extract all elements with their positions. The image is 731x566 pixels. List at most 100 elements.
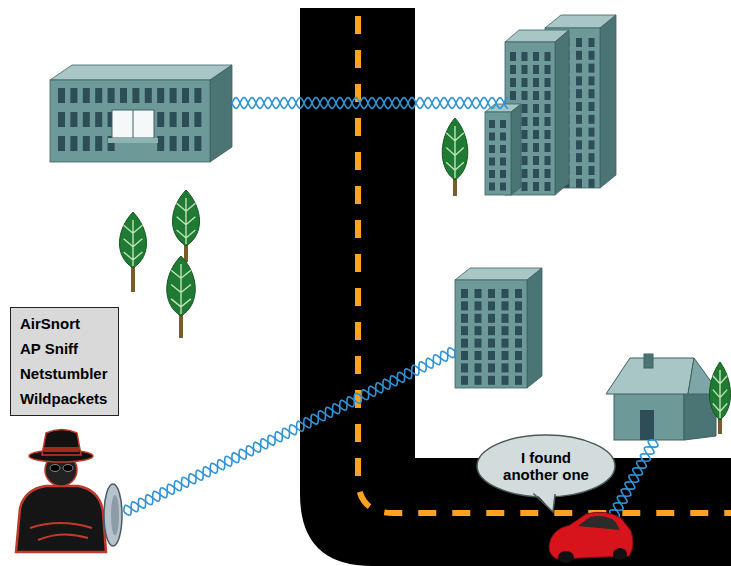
window: [502, 326, 509, 335]
window: [58, 112, 65, 127]
window: [70, 136, 77, 151]
window: [182, 88, 189, 103]
window: [576, 102, 582, 111]
tree: [442, 118, 468, 196]
window: [533, 130, 539, 139]
window: [502, 376, 509, 385]
window: [502, 339, 509, 348]
window: [576, 128, 582, 137]
road: [300, 8, 731, 566]
window: [95, 88, 102, 103]
window: [157, 136, 164, 151]
window: [461, 363, 468, 372]
window: [510, 52, 516, 61]
window: [510, 65, 516, 74]
tree-veins: [171, 264, 191, 314]
window: [58, 88, 65, 103]
window: [533, 78, 539, 87]
window: [545, 117, 551, 126]
side-face: [527, 268, 542, 388]
window: [502, 314, 509, 323]
door-divider: [133, 110, 134, 138]
window: [576, 64, 582, 73]
window: [83, 88, 90, 103]
hat-crown: [42, 430, 81, 456]
window: [502, 301, 509, 310]
tree-crown: [119, 212, 146, 268]
window: [576, 89, 582, 98]
window: [500, 133, 506, 141]
window: [522, 91, 528, 100]
window: [500, 120, 506, 128]
window: [545, 52, 551, 61]
window: [194, 88, 201, 103]
window: [533, 143, 539, 152]
window: [488, 363, 495, 372]
window: [489, 145, 495, 153]
window: [170, 112, 177, 127]
window: [545, 65, 551, 74]
window: [533, 156, 539, 165]
window: [515, 301, 522, 310]
window: [489, 158, 495, 166]
window: [500, 183, 506, 191]
window: [522, 65, 528, 74]
window: [589, 153, 595, 162]
window: [515, 289, 522, 298]
window: [545, 104, 551, 113]
window: [488, 326, 495, 335]
window: [502, 363, 509, 372]
hat-band: [44, 447, 79, 452]
window: [510, 91, 516, 100]
window: [589, 115, 595, 124]
tool-name: Netstumbler: [20, 361, 108, 386]
window: [515, 339, 522, 348]
speech-text: I found another one: [498, 449, 594, 483]
window: [515, 376, 522, 385]
window: [576, 179, 582, 188]
window: [545, 130, 551, 139]
hacker-arms: [30, 523, 92, 540]
bubble-body: [477, 435, 615, 497]
side-face: [555, 30, 569, 195]
window: [461, 289, 468, 298]
window: [545, 182, 551, 191]
front-face: [485, 112, 511, 195]
window: [589, 89, 595, 98]
window: [500, 145, 506, 153]
tree-veins: [124, 220, 143, 266]
bubble-tail-outline: [533, 494, 555, 513]
sunglasses: [50, 465, 60, 472]
window: [461, 314, 468, 323]
window: [589, 76, 595, 85]
window: [502, 351, 509, 360]
building: [455, 268, 542, 388]
car-body: [549, 512, 633, 559]
window: [545, 156, 551, 165]
window: [576, 51, 582, 60]
window: [522, 52, 528, 61]
window: [475, 351, 482, 360]
signal-wave: [610, 440, 655, 518]
window: [461, 376, 468, 385]
window: [533, 65, 539, 74]
window: [475, 326, 482, 335]
front-face: [455, 280, 527, 388]
window: [545, 143, 551, 152]
window: [58, 136, 65, 151]
window: [500, 170, 506, 178]
window: [589, 64, 595, 73]
tree: [709, 362, 730, 434]
window: [182, 112, 189, 127]
window: [120, 88, 127, 103]
car-wheel: [613, 548, 627, 560]
window: [515, 351, 522, 360]
window: [533, 169, 539, 178]
car-window: [578, 516, 620, 530]
window: [461, 339, 468, 348]
sunglasses: [63, 465, 73, 472]
window: [522, 130, 528, 139]
window: [515, 363, 522, 372]
bubble-tail: [532, 489, 556, 512]
